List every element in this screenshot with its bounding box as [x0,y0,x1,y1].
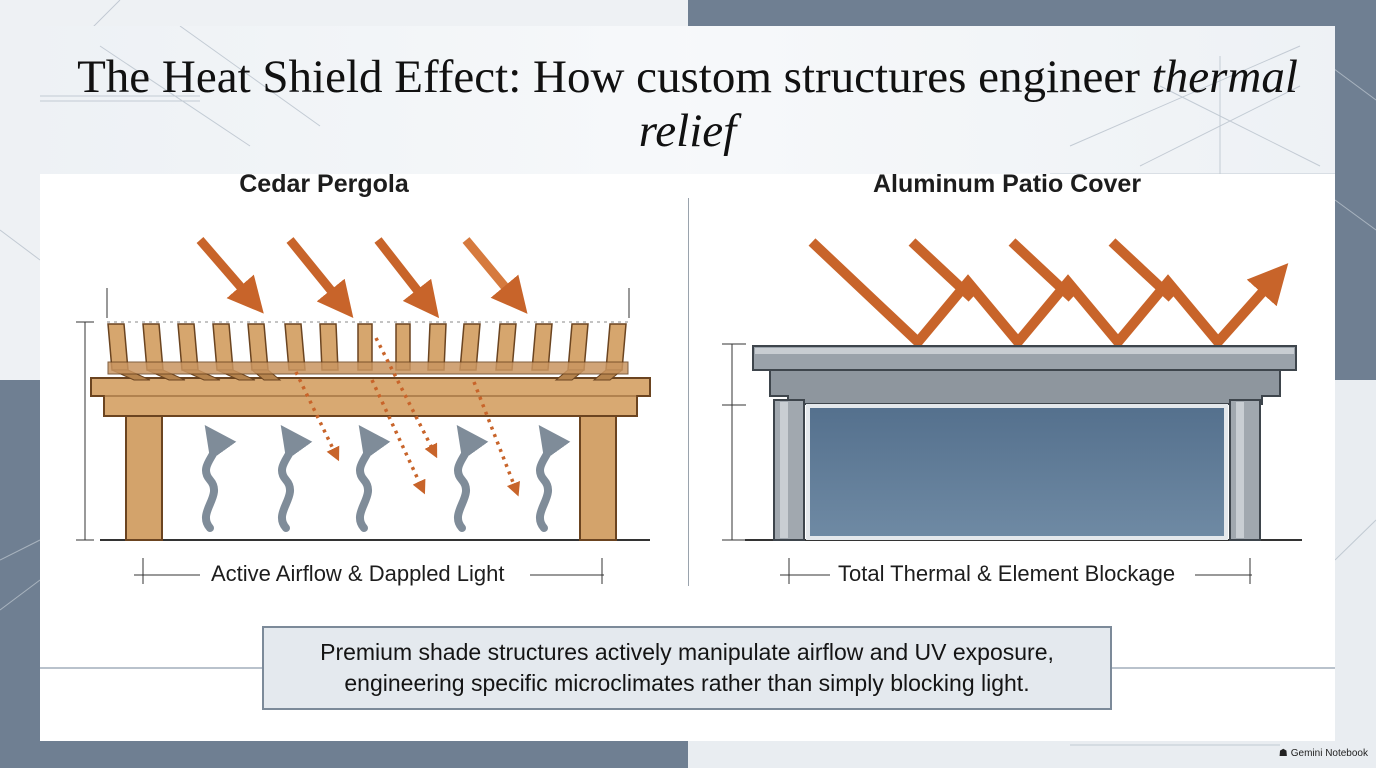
aluminum-patio-cover-title: Aluminum Patio Cover [872,170,1142,198]
pergola-dimension-lines [76,288,650,541]
summary-box: Premium shade structures actively manipu… [262,626,1112,710]
panel-divider [688,198,689,586]
aluminum-patio-cover-illustration [722,238,1302,584]
watermark-text: Gemini Notebook [1290,748,1368,759]
sun-ray-arrows [196,237,528,319]
watermark: ☗ Gemini Notebook [1279,748,1368,759]
aluminum-cover-caption: Total Thermal & Element Blockage [838,561,1176,586]
title-main: The Heat Shield Effect: How custom struc… [77,51,1152,103]
reflected-sun-rays [808,238,1289,350]
cover-fascia [769,369,1281,405]
left-caption-dimension [134,558,604,584]
cedar-pergola-illustration [76,237,651,584]
cover-shaded-area [806,404,1228,540]
pergola-main-beam [90,377,651,417]
airflow-arrows [202,424,571,532]
cover-post-left [773,399,805,541]
gemini-notebook-icon: ☗ [1278,748,1288,759]
title-highlight: thermal relief [638,51,1298,157]
cedar-pergola-title: Cedar Pergola [239,170,409,198]
summary-text: Premium shade structures actively manipu… [320,637,1054,699]
title-band: The Heat Shield Effect: How custom struc… [40,26,1335,174]
dappled-light-arrows [294,337,520,497]
right-caption-dimension [780,558,1252,584]
summary-line-1: Premium shade structures actively manipu… [320,639,1054,665]
pergola-slats [107,323,627,371]
summary-line-2: engineering specific microclimates rathe… [344,670,1030,696]
title-blueprint-sketch [40,26,1335,174]
cover-post-right [1229,399,1261,541]
page-title: The Heat Shield Effect: How custom struc… [40,50,1335,158]
cedar-pergola-caption: Active Airflow & Dappled Light [211,561,505,586]
